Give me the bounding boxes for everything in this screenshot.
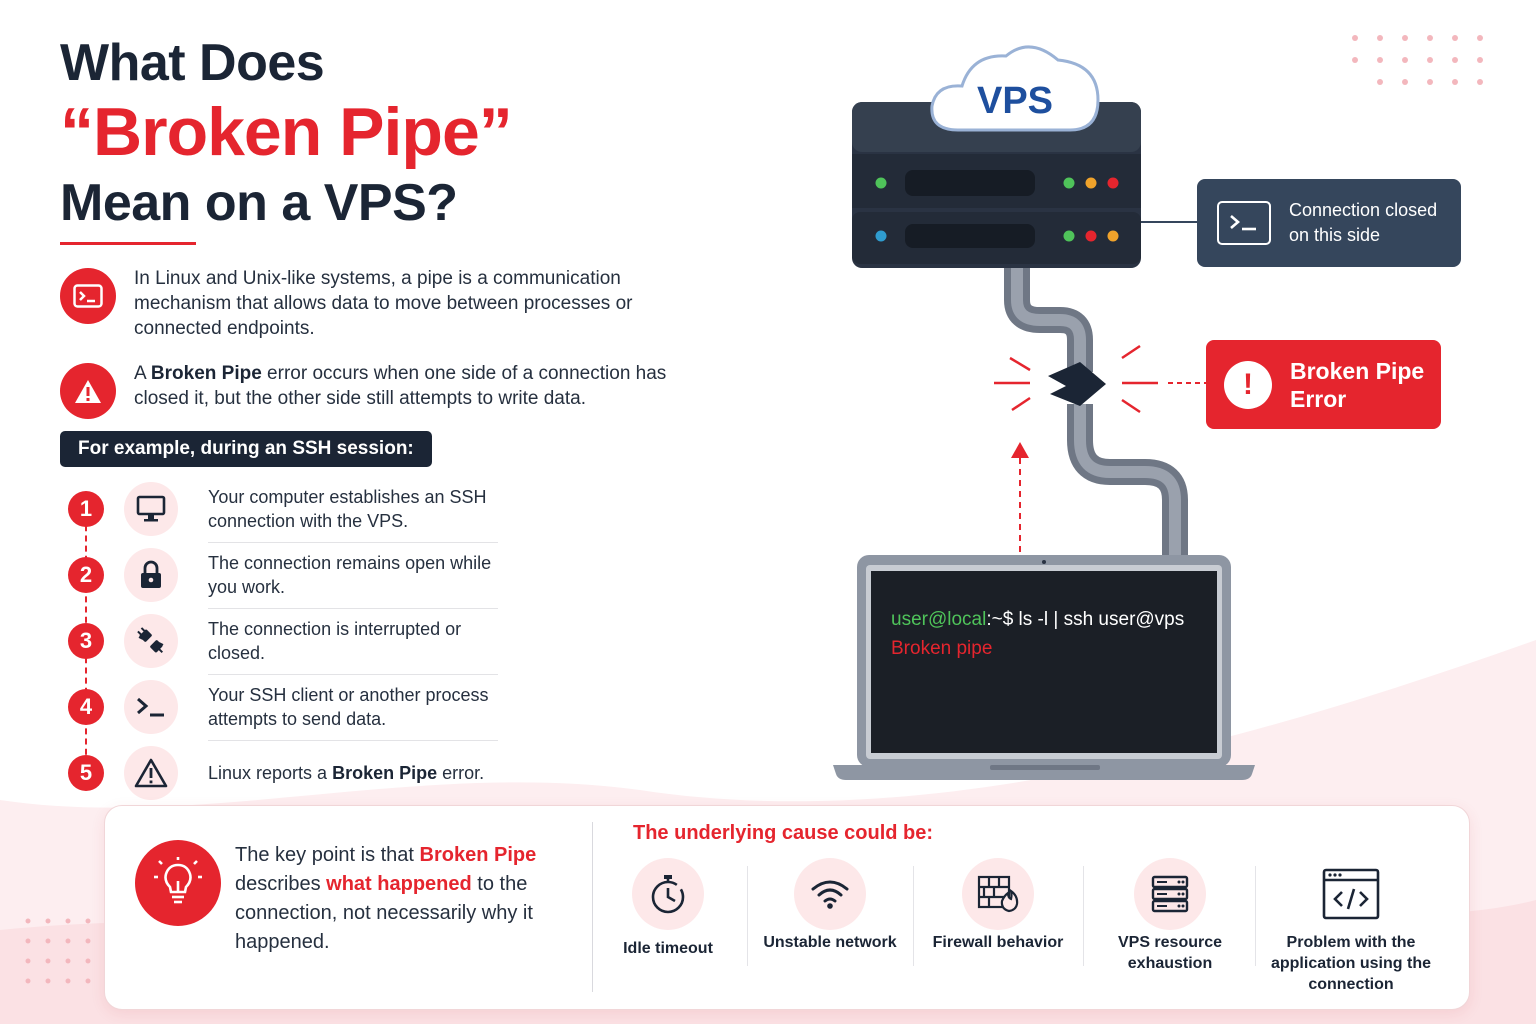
cause-label: Idle timeout: [623, 940, 713, 957]
step-1: 1 Your computer establishes an SSH conne…: [66, 476, 506, 543]
error-callout: ! Broken Pipe Error: [1206, 340, 1441, 429]
lock-icon: [124, 548, 178, 602]
cause-label: Firewall behavior: [932, 934, 1064, 951]
error-def-bold: Broken Pipe: [150, 363, 262, 384]
lightbulb-icon: [135, 840, 221, 926]
step-separator: [208, 608, 498, 609]
pipe: [1004, 262, 1188, 556]
cause-separator: [1255, 866, 1256, 966]
step-number: 5: [68, 755, 104, 791]
wifi-icon: [794, 858, 866, 930]
error-def-prefix: A: [134, 363, 151, 384]
cause-separator: [1083, 866, 1084, 966]
break-burst-lines: [994, 344, 1158, 414]
title-underline: [60, 242, 196, 245]
step-5: 5 Linux reports a Broken Pipe error.: [66, 740, 506, 806]
key-point-highlight: Broken Pipe: [419, 844, 537, 866]
step-number: 1: [68, 491, 104, 527]
cause-label: VPS resource exhaustion: [1117, 934, 1223, 972]
step-4: 4 Your SSH client or another process att…: [66, 674, 506, 741]
key-point-text: The key point is that Broken Pipe descri…: [235, 841, 565, 957]
step-number: 3: [68, 623, 104, 659]
cause-label: Unstable network: [763, 934, 897, 951]
decorative-dots-top-right: [1352, 35, 1483, 85]
step-text: Your computer establishes an SSH connect…: [208, 487, 487, 531]
cause-idle-timeout: Idle timeout: [583, 858, 753, 959]
panel-divider: [592, 822, 593, 992]
terminal-output: Broken pipe: [891, 638, 993, 659]
terminal-command: user@local:~$ ls -l | ssh user@vps: [891, 609, 1184, 631]
step-separator: [208, 740, 498, 741]
title-line-2: “Broken Pipe”: [60, 94, 513, 170]
terminal-prompt-command: :~$ ls -l | ssh user@vps: [986, 609, 1185, 630]
cause-separator: [747, 866, 748, 966]
decorative-dots-bottom-left: [25, 918, 91, 984]
cause-unstable-network: Unstable network: [745, 858, 915, 953]
error-callout-text: Broken Pipe Error: [1290, 357, 1425, 412]
cause-firewall: Firewall behavior: [913, 858, 1083, 953]
terminal-icon: [1217, 201, 1271, 245]
warning-icon: [124, 746, 178, 800]
cause-vps-resource: VPS resource exhaustion: [1085, 858, 1255, 974]
step-text: Linux reports a Broken Pipe error.: [208, 761, 508, 785]
cause-separator: [913, 866, 914, 966]
terminal-prompt-icon: [124, 680, 178, 734]
step-2: 2 The connection remains open while you …: [66, 542, 506, 609]
cloud-icon: [930, 45, 1100, 132]
summary-panel: [104, 805, 1470, 1010]
causes-title: The underlying cause could be:: [633, 822, 934, 844]
page-title: What Does “Broken Pipe” Mean on a VPS?: [60, 34, 700, 234]
intro-broken-pipe-definition: A Broken Pipe error occurs when one side…: [60, 361, 670, 419]
example-label: For example, during an SSH session:: [60, 431, 432, 467]
server-callout-text: Connection closed on this side: [1289, 200, 1438, 245]
key-point-part: The key point is that: [235, 844, 420, 866]
server-stack-icon: [1134, 858, 1206, 930]
step-separator: [208, 674, 498, 675]
stopwatch-icon: [632, 858, 704, 930]
key-point-part: to the connection, not necessarily why i…: [235, 873, 533, 953]
step-number: 4: [68, 689, 104, 725]
unplugged-icon: [124, 614, 178, 668]
monitor-icon: [124, 482, 178, 536]
step-number: 2: [68, 557, 104, 593]
step-3: 3 The connection is interrupted or close…: [66, 608, 506, 675]
pipe-definition-text: In Linux and Unix-like systems, a pipe i…: [134, 268, 633, 339]
terminal-prompt-user: user@local: [891, 609, 987, 630]
step-text-bold: Broken Pipe: [332, 763, 438, 783]
server-callout: Connection closed on this side: [1197, 179, 1461, 267]
error-def-suffix: error occurs when one side of a connecti…: [134, 363, 667, 409]
exclamation-icon: !: [1224, 360, 1272, 409]
step-text-suffix: error.: [437, 763, 485, 783]
key-point-highlight: what happened: [326, 873, 472, 895]
terminal-icon: [60, 268, 116, 324]
step-text: Your SSH client or another process attem…: [208, 685, 489, 729]
title-line-1: What Does: [60, 34, 325, 92]
key-point-part: describes: [235, 873, 327, 895]
cause-application-problem: Problem with the application using the c…: [1266, 858, 1436, 995]
dashed-up-arrow: [1011, 442, 1029, 552]
step-text: The connection remains open while you wo…: [208, 553, 492, 597]
terminal-window: user@local:~$ ls -l | ssh user@vps Broke…: [871, 571, 1217, 753]
intro-pipe-definition: In Linux and Unix-like systems, a pipe i…: [60, 266, 670, 341]
warning-icon: [60, 363, 116, 419]
title-line-3: Mean on a VPS?: [60, 174, 458, 232]
broken-pipe-definition-text: A Broken Pipe error occurs when one side…: [134, 361, 670, 411]
step-text-prefix: Linux reports a: [208, 763, 333, 783]
firewall-icon: [962, 858, 1034, 930]
step-separator: [208, 542, 498, 543]
cause-label: Problem with the application using the c…: [1270, 934, 1431, 993]
vps-label: VPS: [976, 80, 1054, 122]
code-window-icon: [1315, 858, 1387, 930]
step-text: The connection is interrupted or closed.: [208, 619, 462, 663]
